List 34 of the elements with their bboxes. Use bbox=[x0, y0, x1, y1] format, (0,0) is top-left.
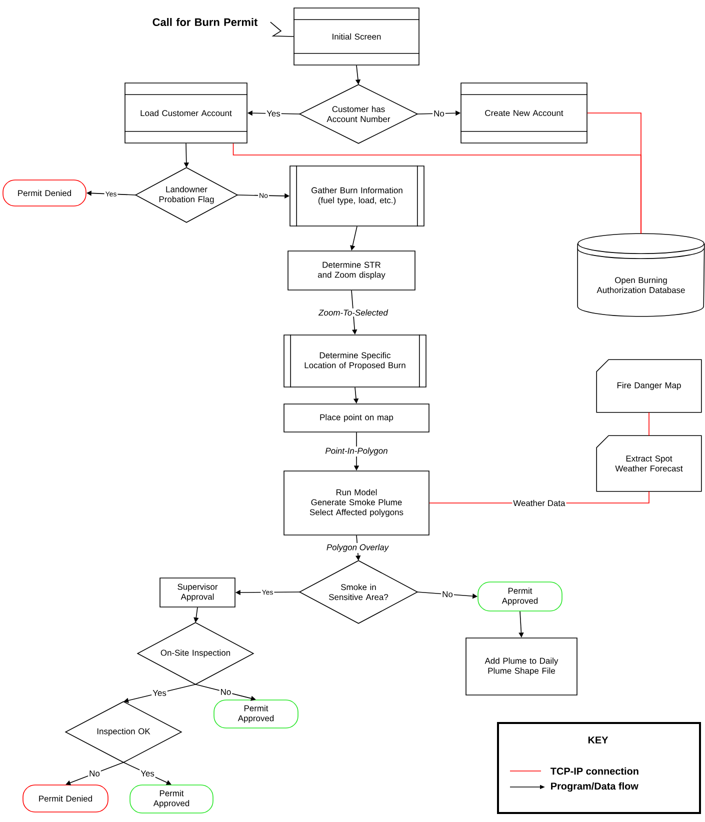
database-cylinder: Open Burning Authorization Database bbox=[577, 233, 705, 317]
arrow bbox=[123, 762, 172, 785]
edge-label: Point-In-Polygon bbox=[324, 446, 389, 456]
process-box: Determine STR and Zoom display bbox=[288, 250, 416, 290]
connection-line bbox=[648, 412, 650, 436]
edge-label: Yes bbox=[140, 770, 156, 778]
arrow bbox=[195, 684, 256, 701]
edge-label: Weather Data bbox=[512, 498, 566, 508]
legend-item: Program/Data flow bbox=[510, 782, 638, 792]
edge-label: Zoom-To-Selected bbox=[318, 308, 389, 317]
process-box: Add Plume to Daily Plume Shape File bbox=[466, 638, 578, 696]
process-box: Run Model Generate Smoke Plume Select Affected polygons bbox=[284, 470, 430, 536]
edge-label: No bbox=[88, 770, 101, 778]
arrow bbox=[66, 762, 124, 786]
edge-label: No bbox=[219, 688, 232, 696]
node-label: Open Burning Authorization Database bbox=[596, 276, 685, 294]
legend-item: TCP-IP connection bbox=[510, 767, 638, 775]
legend-title: KEY bbox=[588, 736, 608, 744]
lightning-connector bbox=[270, 22, 294, 37]
edge-label: Yes bbox=[152, 689, 168, 697]
process-box: Place point on map bbox=[284, 404, 430, 432]
heading-text: Call for Burn Permit bbox=[152, 18, 258, 26]
process-box: Load Customer Account bbox=[124, 82, 248, 144]
process-box: Initial Screen bbox=[293, 8, 420, 66]
arrow bbox=[124, 684, 196, 703]
edge-label: No bbox=[432, 110, 446, 118]
edge-label: Yes bbox=[266, 110, 282, 118]
connection-line bbox=[232, 143, 642, 234]
process-box: Create New Account bbox=[460, 82, 588, 144]
edge-label: No bbox=[441, 590, 454, 598]
process-box: Supervisor Approval bbox=[160, 578, 236, 608]
edge-label: Polygon Overlay bbox=[325, 543, 390, 553]
subprocess-box: Determine Specific Location of Proposed Burn bbox=[284, 334, 426, 388]
subprocess-box: Gather Burn Information (fuel type, load, etc.) bbox=[290, 165, 424, 227]
